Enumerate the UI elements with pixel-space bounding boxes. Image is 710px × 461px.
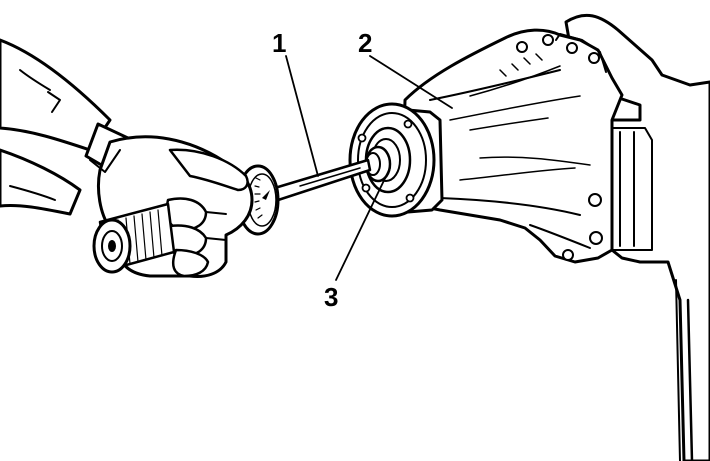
callout-2: 2	[358, 28, 372, 58]
hand-and-arm	[0, 38, 254, 278]
axle-housing	[402, 28, 624, 264]
callout-1: 1	[272, 28, 286, 58]
leader-line-3	[335, 167, 391, 281]
callout-3: 3	[324, 282, 338, 312]
leader-lines	[285, 55, 453, 281]
torque-wrench	[236, 158, 372, 236]
leader-line-2	[369, 55, 453, 109]
mounting-bracket	[564, 13, 710, 461]
leader-line-1	[285, 55, 319, 177]
